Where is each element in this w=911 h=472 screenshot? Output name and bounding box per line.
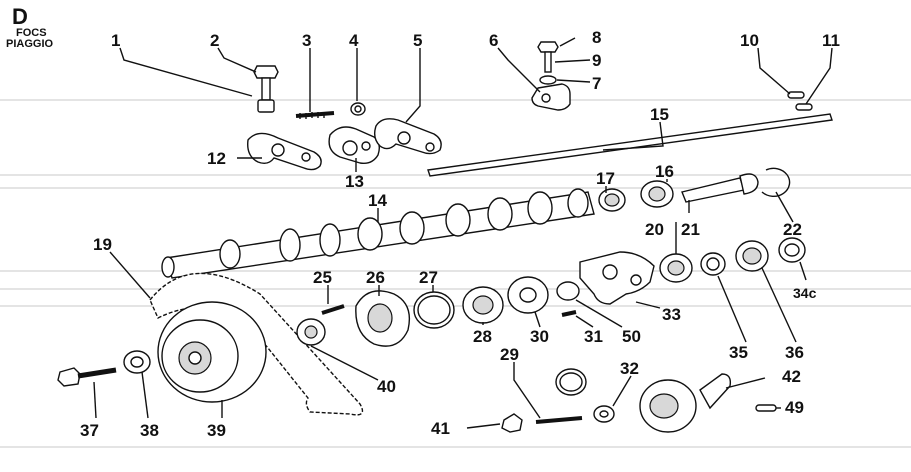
callout-50: 50 [622,327,641,346]
header-line-2: PIAGGIO [6,38,54,50]
part-bush-16 [640,180,674,208]
callout-25: 25 [313,268,332,287]
part-washer-38 [123,350,151,374]
callout-19: 19 [93,235,112,254]
callout-1: 1 [111,31,120,50]
part-ring-29 [555,368,587,396]
callout-26: 26 [366,268,385,287]
part-oil-rail [427,113,833,177]
part-shaft-21 [681,173,759,203]
header-line-1: FOCS [16,27,47,39]
part-bolt [253,65,279,113]
part-bush-17 [598,188,626,212]
background-guides [0,99,911,448]
part-washer-32 [593,405,615,423]
part-seal-34c [778,237,806,263]
callout-6: 6 [489,31,498,50]
section-letter: D [12,4,28,29]
callout-35: 35 [729,343,748,362]
callout-30: 30 [530,327,549,346]
callout-49: 49 [785,398,804,417]
part-oring-50 [556,281,580,301]
part-stud-29 [535,416,583,424]
part-bearing-28 [462,286,504,324]
callout-5: 5 [413,31,422,50]
part-nut [350,102,366,116]
callout-32: 32 [620,359,639,378]
part-nut-41 [501,413,523,433]
part-bush-35 [700,252,726,276]
callout-41: 41 [431,419,450,438]
part-housing-33 [579,251,655,305]
part-plate-30 [507,276,549,314]
callout-42: 42 [782,367,801,386]
callout-38: 38 [140,421,159,440]
part-screw-31 [561,310,577,317]
part-stud [295,111,335,119]
part-ring-27 [413,291,455,329]
callout-31: 31 [584,327,603,346]
callout-27: 27 [419,268,438,287]
callout-22: 22 [783,220,802,239]
callout-15: 15 [650,105,669,124]
part-tensioner-42 [639,373,732,433]
part-rocker-arm-5 [373,118,442,155]
part-pins [787,91,813,111]
callout-40: 40 [377,377,396,396]
part-snap-ring [761,167,791,198]
callout-20: 20 [645,220,664,239]
callout-36: 36 [785,343,804,362]
part-pulley-39 [157,301,267,403]
callout-17: 17 [596,169,615,188]
callout-21: 21 [681,220,700,239]
callout-39: 39 [207,421,226,440]
part-bolt-37 [57,367,117,387]
callout-10: 10 [740,31,759,50]
callout-33: 33 [662,305,681,324]
callout-29: 29 [500,345,519,364]
part-tensioner-40 [296,318,326,346]
part-screw-25 [321,304,345,315]
callout-11: 11 [822,31,840,50]
callout-8: 8 [592,28,601,47]
callout-7: 7 [592,74,601,93]
callout-4: 4 [349,31,359,50]
callout-12: 12 [207,149,226,168]
part-rocker-arm-12 [247,132,322,171]
part-camshaft [161,188,595,279]
callout-labels: 1 2 3 4 5 6 7 8 9 10 11 12 13 14 15 16 1… [80,28,840,440]
callout-9: 9 [592,51,601,70]
part-pin-49 [755,404,777,412]
callout-34c: 34c [793,285,817,301]
callout-16: 16 [655,162,674,181]
callout-13: 13 [345,172,364,191]
callout-3: 3 [302,31,311,50]
part-bearing-36 [735,240,769,272]
part-rocker-arm-13 [328,126,381,165]
callout-14: 14 [368,191,387,210]
callout-37: 37 [80,421,99,440]
part-bearing-20 [659,253,693,283]
part-bracket [531,41,571,111]
callout-2: 2 [210,31,219,50]
part-flange-26 [355,290,411,347]
callout-28: 28 [473,327,492,346]
leader-lines [93,37,833,429]
